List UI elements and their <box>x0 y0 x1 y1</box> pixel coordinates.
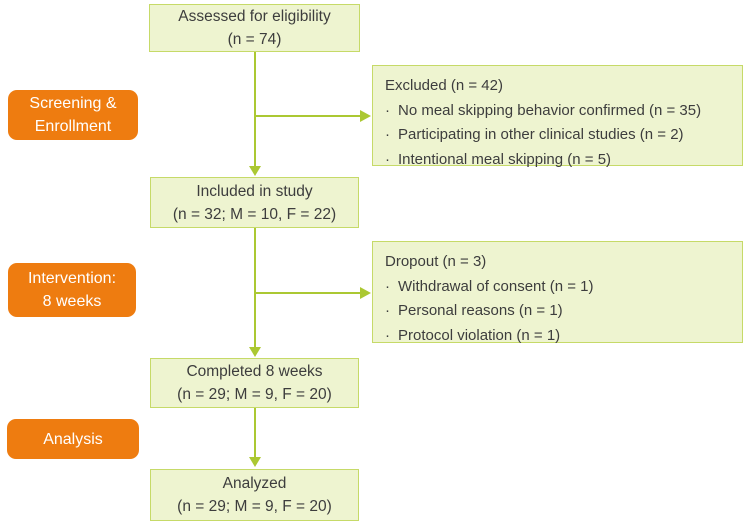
flow-box-title: Assessed for eligibility <box>178 8 331 25</box>
stage-analysis: Analysis <box>7 419 139 459</box>
list-item-text: Intentional meal skipping (n = 5) <box>398 150 612 168</box>
flow-box-count: (n = 74) <box>227 31 282 48</box>
arrowhead-to-analyzed <box>249 457 261 467</box>
bullet-icon: · <box>385 150 390 168</box>
list-item-text: No meal skipping behavior confirmed (n =… <box>398 101 702 119</box>
stage-label-line: Screening & <box>29 95 117 112</box>
bullet-icon: · <box>385 302 390 319</box>
arrowhead-to-completed <box>249 347 261 357</box>
bullet-icon: · <box>385 101 390 119</box>
arrowhead-to-excluded <box>360 110 371 122</box>
side-box-title: Dropout (n = 3) <box>385 253 487 270</box>
list-item: · Intentional meal skipping (n = 5) <box>385 148 730 173</box>
stage-label-line: Enrollment <box>34 118 112 135</box>
list-item-text: Withdrawal of consent (n = 1) <box>398 277 594 295</box>
flow-box-completed: Completed 8 weeks (n = 29; M = 9, F = 20… <box>150 358 359 408</box>
side-box-excluded: Excluded (n = 42) · No meal skipping beh… <box>372 65 743 168</box>
bullet-icon: · <box>385 126 390 143</box>
stage-label-line: Analysis <box>43 430 103 448</box>
flow-box-title: Included in study <box>196 182 313 200</box>
flow-box-title: Completed 8 weeks <box>186 363 323 380</box>
flow-box-count: (n = 29; M = 9, F = 20) <box>177 498 332 515</box>
list-item-text: Personal reasons (n = 1) <box>398 302 563 319</box>
stage-label-line: 8 weeks <box>42 293 102 310</box>
flow-box-count: (n = 29; M = 9, F = 20) <box>177 386 332 403</box>
list-item: · No meal skipping behavior confirmed (n… <box>385 99 730 124</box>
stage-label-line: Intervention: <box>27 270 117 287</box>
list-item-text: Protocol violation (n = 1) <box>398 326 561 344</box>
flow-box-analyzed: Analyzed (n = 29; M = 9, F = 20) <box>150 469 359 521</box>
list-item: · Participating in other clinical studie… <box>385 123 730 148</box>
stage-screening-enrollment: Screening & Enrollment <box>8 90 138 140</box>
side-box-dropout: Dropout (n = 3) · Withdrawal of consent … <box>372 241 743 344</box>
side-box-title: Excluded (n = 42) <box>385 77 503 94</box>
flow-box-assessed: Assessed for eligibility (n = 74) <box>149 4 360 52</box>
flow-box-included: Included in study (n = 32; M = 10, F = 2… <box>150 177 359 228</box>
bullet-icon: · <box>385 277 390 295</box>
arrowhead-to-dropout <box>360 287 371 299</box>
arrowhead-to-included <box>249 166 261 176</box>
stage-intervention-8-weeks: Intervention: 8 weeks <box>8 263 136 317</box>
list-item: · Personal reasons (n = 1) <box>385 299 730 324</box>
list-item-text: Participating in other clinical studies … <box>398 126 684 143</box>
flow-box-count: (n = 32; M = 10, F = 22) <box>172 205 337 223</box>
list-item: · Withdrawal of consent (n = 1) <box>385 275 730 300</box>
bullet-icon: · <box>385 326 390 344</box>
list-item: · Protocol violation (n = 1) <box>385 324 730 349</box>
flow-box-title: Analyzed <box>222 475 287 492</box>
